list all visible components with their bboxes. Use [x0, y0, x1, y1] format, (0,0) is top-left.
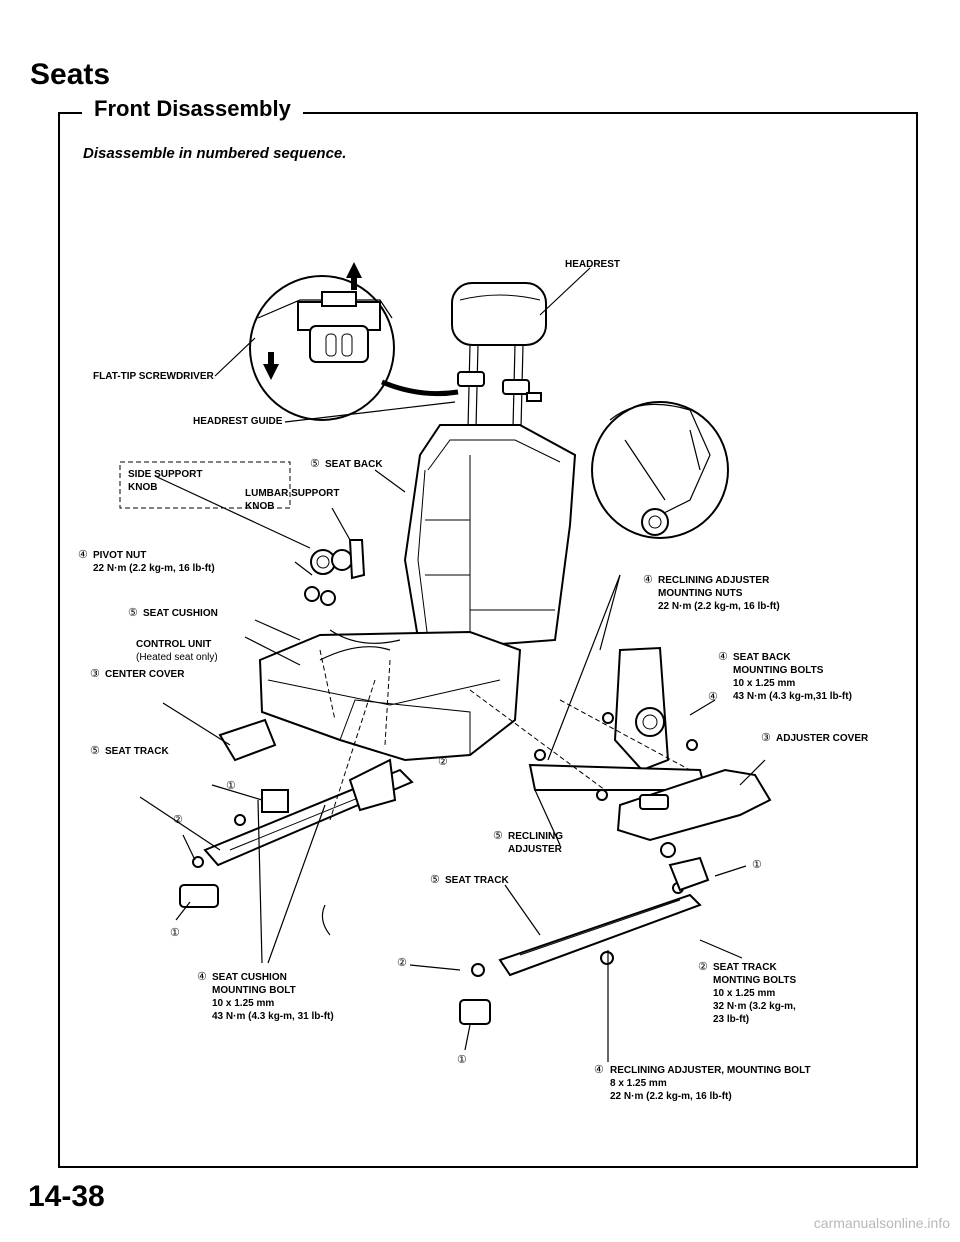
step-5-recl-adjuster: ⑤ — [493, 830, 503, 842]
label-recl-nuts-1: RECLINING ADJUSTER — [658, 575, 770, 586]
label-seat-back: SEAT BACK — [325, 459, 383, 470]
headrest-drawing — [451, 282, 547, 429]
label-cush-bolt-2: MOUNTING BOLT — [212, 985, 296, 996]
label-side-support-1: SIDE SUPPORT — [128, 469, 202, 480]
section-rule — [58, 112, 918, 114]
label-track-bolts-5: 23 lb-ft) — [713, 1014, 749, 1025]
diagram-frame — [58, 113, 918, 1168]
label-cush-bolt-3: 10 x 1.25 mm — [212, 998, 274, 1009]
recliner-detail-circle — [591, 401, 729, 539]
label-recl-adj-1: RECLINING — [508, 831, 563, 842]
label-cush-bolt-1: SEAT CUSHION — [212, 972, 287, 983]
page-title: Seats — [30, 58, 111, 91]
label-recl-bolt-1: RECLINING ADJUSTER, MOUNTING BOLT — [610, 1065, 811, 1076]
label-recl-bolt-3: 22 N·m (2.2 kg-m, 16 lb-ft) — [610, 1091, 732, 1102]
label-lumbar-2: KNOB — [245, 501, 274, 512]
label-back-bolts-3: 10 x 1.25 mm — [733, 678, 795, 689]
reclining-adjuster-drawing — [528, 646, 707, 801]
page-number: 14-38 — [28, 1180, 105, 1213]
instruction-text: Disassemble in numbered sequence. — [83, 145, 347, 162]
step-3-center-cover: ③ — [90, 668, 100, 680]
headrest-guide-detail — [249, 262, 459, 421]
label-adjuster-cover: ADJUSTER COVER — [776, 733, 869, 744]
wiring-drawing — [321, 629, 401, 936]
step-1-right: ① — [752, 859, 762, 871]
label-headrest-guide: HEADREST GUIDE — [193, 416, 283, 427]
step-4-recl-bolt: ④ — [594, 1064, 604, 1076]
leader-lines — [139, 267, 766, 1062]
label-lumbar-1: LUMBAR SUPPORT — [245, 488, 339, 499]
step-2-left: ② — [173, 814, 183, 826]
section-title: Front Disassembly — [82, 96, 303, 122]
label-track-bolts-4: 32 N·m (3.2 kg-m, — [713, 1001, 796, 1012]
label-side-support-2: KNOB — [128, 482, 157, 493]
label-seat-track-left: SEAT TRACK — [105, 746, 169, 757]
label-pivot-1: PIVOT NUT — [93, 550, 146, 561]
label-track-bolts-2: MONTING BOLTS — [713, 975, 796, 986]
step-1-center: ① — [226, 780, 236, 792]
label-flat-tip-screwdriver: FLAT-TIP SCREWDRIVER — [93, 371, 215, 382]
step-5-seat-track-mid: ⑤ — [430, 874, 440, 886]
step-4-recl-nuts: ④ — [643, 574, 653, 586]
label-recl-nuts-2: MOUNTING NUTS — [658, 588, 743, 599]
label-center-cover: CENTER COVER — [105, 669, 185, 680]
seat-back-drawing — [403, 424, 577, 652]
knob-parts — [304, 539, 366, 606]
adjuster-cover-drawing — [616, 768, 772, 858]
label-headrest: HEADREST — [565, 259, 620, 270]
step-1-bottom: ① — [457, 1054, 467, 1066]
step-3-adjuster-cover: ③ — [761, 732, 771, 744]
label-back-bolts-4: 43 N·m (4.3 kg-m,31 lb-ft) — [733, 691, 852, 702]
left-seat-track-drawing — [179, 718, 414, 908]
label-recl-adj-2: ADJUSTER — [508, 844, 563, 855]
label-recl-bolt-2: 8 x 1.25 mm — [610, 1078, 667, 1089]
label-control-1: CONTROL UNIT — [136, 639, 211, 650]
step-5-seat-track-left: ⑤ — [90, 745, 100, 757]
label-back-bolts-2: MOUNTING BOLTS — [733, 665, 824, 676]
label-pivot-2: 22 N·m (2.2 kg-m, 16 lb-ft) — [93, 563, 215, 574]
label-seat-cushion: SEAT CUSHION — [143, 608, 218, 619]
seat-cushion-drawing — [258, 630, 522, 762]
label-track-bolts-1: SEAT TRACK — [713, 962, 777, 973]
step-4-pivot-nut: ④ — [78, 549, 88, 561]
step-1-left: ① — [170, 927, 180, 939]
side-support-box: SIDE SUPPORT KNOB — [119, 461, 291, 509]
step-2-center: ② — [438, 756, 448, 768]
step-5-seat-back: ⑤ — [310, 458, 320, 470]
step-5-seat-cushion: ⑤ — [128, 607, 138, 619]
label-cush-bolt-4: 43 N·m (4.3 kg-m, 31 lb-ft) — [212, 1011, 334, 1022]
label-back-bolts-1: SEAT BACK — [733, 652, 791, 663]
watermark-text: carmanualsonline.info — [813, 1215, 950, 1231]
label-track-bolts-3: 10 x 1.25 mm — [713, 988, 775, 999]
step-2-track-bolts: ② — [698, 961, 708, 973]
right-seat-track-drawing — [459, 856, 710, 1025]
label-seat-track-mid: SEAT TRACK — [445, 875, 509, 886]
label-recl-nuts-3: 22 N·m (2.2 kg-m, 16 lb-ft) — [658, 601, 780, 612]
label-control-2: (Heated seat only) — [136, 652, 218, 663]
step-2-right-track: ② — [397, 957, 407, 969]
step-4-cushion-bolt: ④ — [197, 971, 207, 983]
step-4-back-bolts: ④ — [718, 651, 728, 663]
step-4-back-bolt-marker: ④ — [708, 691, 718, 703]
